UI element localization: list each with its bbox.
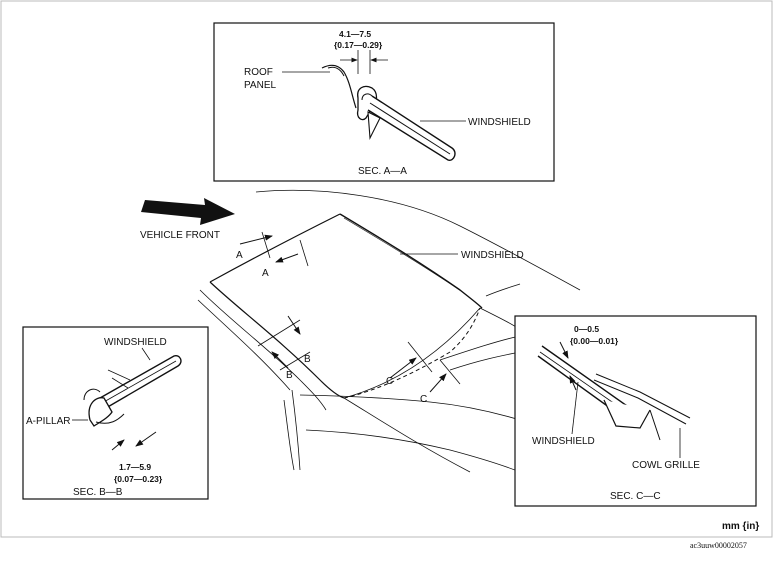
sec-a-dim-in: {0.17—0.29} bbox=[334, 40, 383, 50]
main-windshield-label: WINDSHIELD bbox=[461, 250, 524, 261]
sec-c-dim-mm: 0—0.5 bbox=[574, 324, 599, 334]
roof-panel-label-2: PANEL bbox=[244, 80, 276, 91]
section-a-detail: 4.1—7.5 {0.17—0.29} ROOF PANEL WINDSHIEL… bbox=[213, 22, 555, 182]
sec-c-dim-in: {0.00—0.01} bbox=[570, 336, 619, 346]
section-b-detail: WINDSHIELD A-PILLAR 1.7—5.9 {0.07—0.23} … bbox=[22, 326, 209, 500]
windshield-glass-b bbox=[99, 354, 182, 409]
roof-panel-shape bbox=[321, 64, 357, 109]
vehicle-front-arrow-icon bbox=[141, 198, 235, 225]
sec-a-title: SEC. A—A bbox=[358, 166, 407, 177]
sec-b-windshield-label: WINDSHIELD bbox=[104, 337, 167, 348]
cowl-grille-label: COWL GRILLE bbox=[632, 460, 700, 471]
section-mark-b1: B bbox=[304, 354, 311, 365]
outer-frame bbox=[0, 0, 773, 538]
sec-a-windshield-label: WINDSHIELD bbox=[468, 117, 531, 128]
section-cut-markers: A A B B C C bbox=[236, 231, 461, 405]
document-code: ac3uuw00002057 bbox=[690, 541, 747, 550]
section-mark-a1: A bbox=[236, 250, 243, 261]
sec-c-title: SEC. C—C bbox=[610, 491, 661, 502]
sec-a-dim-mm: 4.1—7.5 bbox=[339, 29, 371, 39]
section-mark-c2: C bbox=[420, 394, 427, 405]
units-label: mm {in} bbox=[722, 521, 759, 532]
sec-b-title: SEC. B—B bbox=[73, 487, 123, 498]
vehicle-front-indicator: VEHICLE FRONT bbox=[140, 198, 235, 241]
windshield-glass-a bbox=[367, 95, 456, 161]
vehicle-front-label: VEHICLE FRONT bbox=[140, 230, 220, 241]
section-mark-c1: C bbox=[386, 376, 393, 387]
a-pillar-label: A-PILLAR bbox=[26, 416, 70, 427]
section-a-frame bbox=[213, 22, 555, 182]
sec-b-dim-in: {0.07—0.23} bbox=[114, 474, 163, 484]
section-c-detail: 0—0.5 {0.00—0.01} WINDSHIELD COWL GRILLE… bbox=[514, 315, 757, 507]
section-c-frame bbox=[514, 315, 757, 507]
roof-panel-label-1: ROOF bbox=[244, 67, 273, 78]
car-body-illustration bbox=[197, 189, 581, 473]
section-mark-a2: A bbox=[262, 268, 269, 279]
sec-b-dim-mm: 1.7—5.9 bbox=[119, 462, 151, 472]
section-mark-b2: B bbox=[286, 370, 293, 381]
sec-c-windshield-label: WINDSHIELD bbox=[532, 436, 595, 447]
